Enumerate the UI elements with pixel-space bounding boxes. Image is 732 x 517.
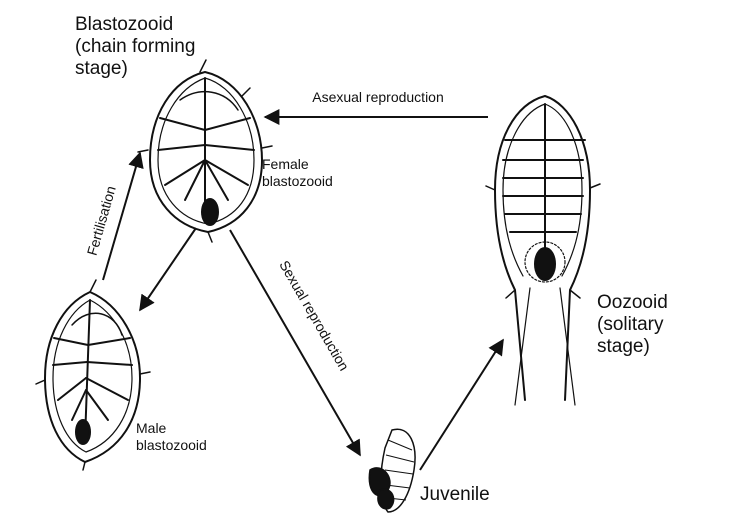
sexual-reproduction-label: Sexual reproduction: [276, 258, 352, 374]
juvenile-to-oozooid-arrow: [420, 340, 503, 470]
sexual-reproduction-arrow: [230, 230, 360, 455]
oozooid-label: Oozooid (solitary stage): [597, 292, 668, 358]
male-blastozooid-label: Male blastozooid: [136, 420, 207, 454]
asexual-reproduction-label: Asexual reproduction: [312, 89, 444, 105]
female-blastozooid-illustration: [138, 60, 272, 242]
female-blastozooid-label: Female blastozooid: [262, 156, 333, 190]
male-blastozooid-illustration: [36, 280, 150, 470]
blastozooid-title: Blastozooid (chain forming stage): [75, 14, 195, 80]
blastozooid-to-male-arrow: [140, 228, 196, 310]
oozooid-illustration: [486, 96, 600, 405]
juvenile-label: Juvenile: [420, 484, 490, 506]
juvenile-illustration: [369, 429, 415, 512]
